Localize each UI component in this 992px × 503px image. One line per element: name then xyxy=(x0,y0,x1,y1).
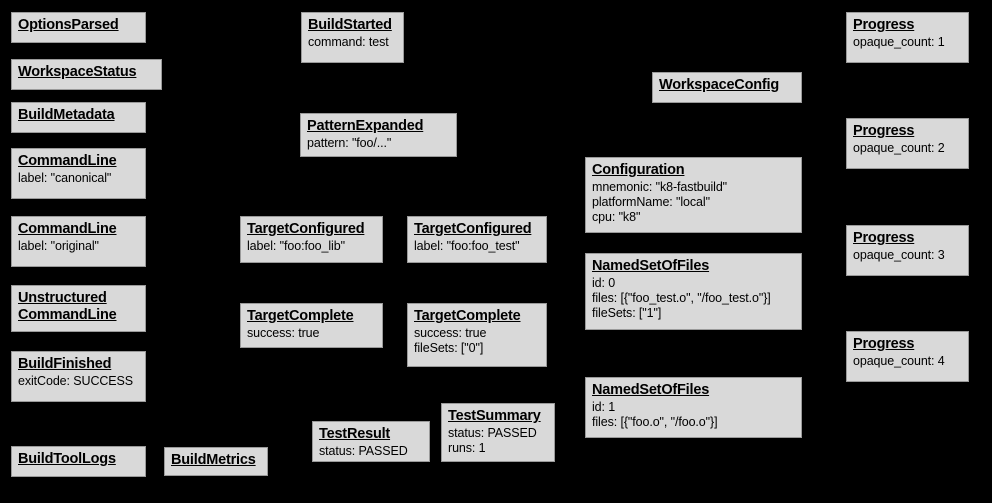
node-fields: exitCode: SUCCESS xyxy=(18,374,134,388)
node-title: Configuration xyxy=(592,162,685,178)
node-build-metrics[interactable]: BuildMetrics xyxy=(164,447,268,476)
node-test-result[interactable]: TestResult status: PASSED xyxy=(312,421,430,462)
node-build-finished[interactable]: BuildFinished exitCode: SUCCESS xyxy=(11,351,146,402)
node-title: Progress xyxy=(853,123,915,139)
node-unstructured-command-line[interactable]: Unstructured CommandLine xyxy=(11,285,146,332)
node-fields: command: test xyxy=(308,35,389,49)
node-title: TargetConfigured xyxy=(247,221,365,237)
node-fields: opaque_count: 1 xyxy=(853,35,945,49)
node-title: Progress xyxy=(853,230,915,246)
node-title: Unstructured CommandLine xyxy=(18,290,117,323)
node-fields: mnemonic: "k8-fastbuild" platformName: "… xyxy=(592,180,728,224)
node-target-complete-lib[interactable]: TargetComplete success: true xyxy=(240,303,383,348)
node-fields: pattern: "foo/..." xyxy=(307,136,392,150)
node-progress-1[interactable]: Progress opaque_count: 1 xyxy=(846,12,969,63)
node-named-set-of-files-1[interactable]: NamedSetOfFiles id: 1 files: [{"foo.o", "… xyxy=(585,377,802,438)
node-title: NamedSetOfFiles xyxy=(592,382,710,398)
node-fields: id: 1 files: [{"foo.o", "/foo.o"}] xyxy=(592,400,718,429)
node-build-tool-logs[interactable]: BuildToolLogs xyxy=(11,446,146,477)
node-title: OptionsParsed xyxy=(18,17,119,33)
node-fields: label: "canonical" xyxy=(18,171,112,185)
node-command-line-canonical[interactable]: CommandLine label: "canonical" xyxy=(11,148,146,199)
node-title: CommandLine xyxy=(18,153,117,169)
node-pattern-expanded[interactable]: PatternExpanded pattern: "foo/..." xyxy=(300,113,457,157)
node-fields: id: 0 files: [{"foo_test.o", "/foo_test.… xyxy=(592,276,771,320)
node-fields: status: PASSED xyxy=(319,444,408,458)
node-options-parsed[interactable]: OptionsParsed xyxy=(11,12,146,43)
node-workspace-status[interactable]: WorkspaceStatus xyxy=(11,59,162,90)
node-title: WorkspaceConfig xyxy=(659,77,780,93)
node-fields: status: PASSED runs: 1 xyxy=(448,426,537,455)
node-title: BuildToolLogs xyxy=(18,451,116,467)
node-fields: label: "foo:foo_test" xyxy=(414,239,520,253)
node-build-started[interactable]: BuildStarted command: test xyxy=(301,12,404,63)
node-title: BuildMetrics xyxy=(171,452,256,468)
node-fields: success: true xyxy=(247,326,320,340)
node-title: TargetConfigured xyxy=(414,221,532,237)
node-target-configured-lib[interactable]: TargetConfigured label: "foo:foo_lib" xyxy=(240,216,383,263)
node-test-summary[interactable]: TestSummary status: PASSED runs: 1 xyxy=(441,403,555,462)
node-progress-3[interactable]: Progress opaque_count: 3 xyxy=(846,225,969,276)
node-title: TargetComplete xyxy=(414,308,521,324)
node-build-metadata[interactable]: BuildMetadata xyxy=(11,102,146,133)
node-title: BuildFinished xyxy=(18,356,112,372)
node-fields: label: "foo:foo_lib" xyxy=(247,239,345,253)
node-command-line-original[interactable]: CommandLine label: "original" xyxy=(11,216,146,267)
node-title: Progress xyxy=(853,17,915,33)
node-named-set-of-files-0[interactable]: NamedSetOfFiles id: 0 files: [{"foo_test.… xyxy=(585,253,802,330)
node-title: NamedSetOfFiles xyxy=(592,258,710,274)
node-target-configured-test[interactable]: TargetConfigured label: "foo:foo_test" xyxy=(407,216,547,263)
node-progress-4[interactable]: Progress opaque_count: 4 xyxy=(846,331,969,382)
node-fields: opaque_count: 2 xyxy=(853,141,945,155)
node-title: PatternExpanded xyxy=(307,118,424,134)
node-title: BuildMetadata xyxy=(18,107,115,123)
node-workspace-config[interactable]: WorkspaceConfig xyxy=(652,72,802,103)
node-title: TestSummary xyxy=(448,408,541,424)
node-fields: opaque_count: 3 xyxy=(853,248,945,262)
node-progress-2[interactable]: Progress opaque_count: 2 xyxy=(846,118,969,169)
node-fields: success: true fileSets: ["0"] xyxy=(414,326,487,355)
node-configuration[interactable]: Configuration mnemonic: "k8-fastbuild" pl… xyxy=(585,157,802,233)
node-title: Progress xyxy=(853,336,915,352)
node-title: TestResult xyxy=(319,426,391,442)
node-title: BuildStarted xyxy=(308,17,392,33)
node-fields: opaque_count: 4 xyxy=(853,354,945,368)
node-title: CommandLine xyxy=(18,221,117,237)
node-fields: label: "original" xyxy=(18,239,99,253)
node-title: TargetComplete xyxy=(247,308,354,324)
node-title: WorkspaceStatus xyxy=(18,64,137,80)
node-target-complete-test[interactable]: TargetComplete success: true fileSets: ["… xyxy=(407,303,547,367)
